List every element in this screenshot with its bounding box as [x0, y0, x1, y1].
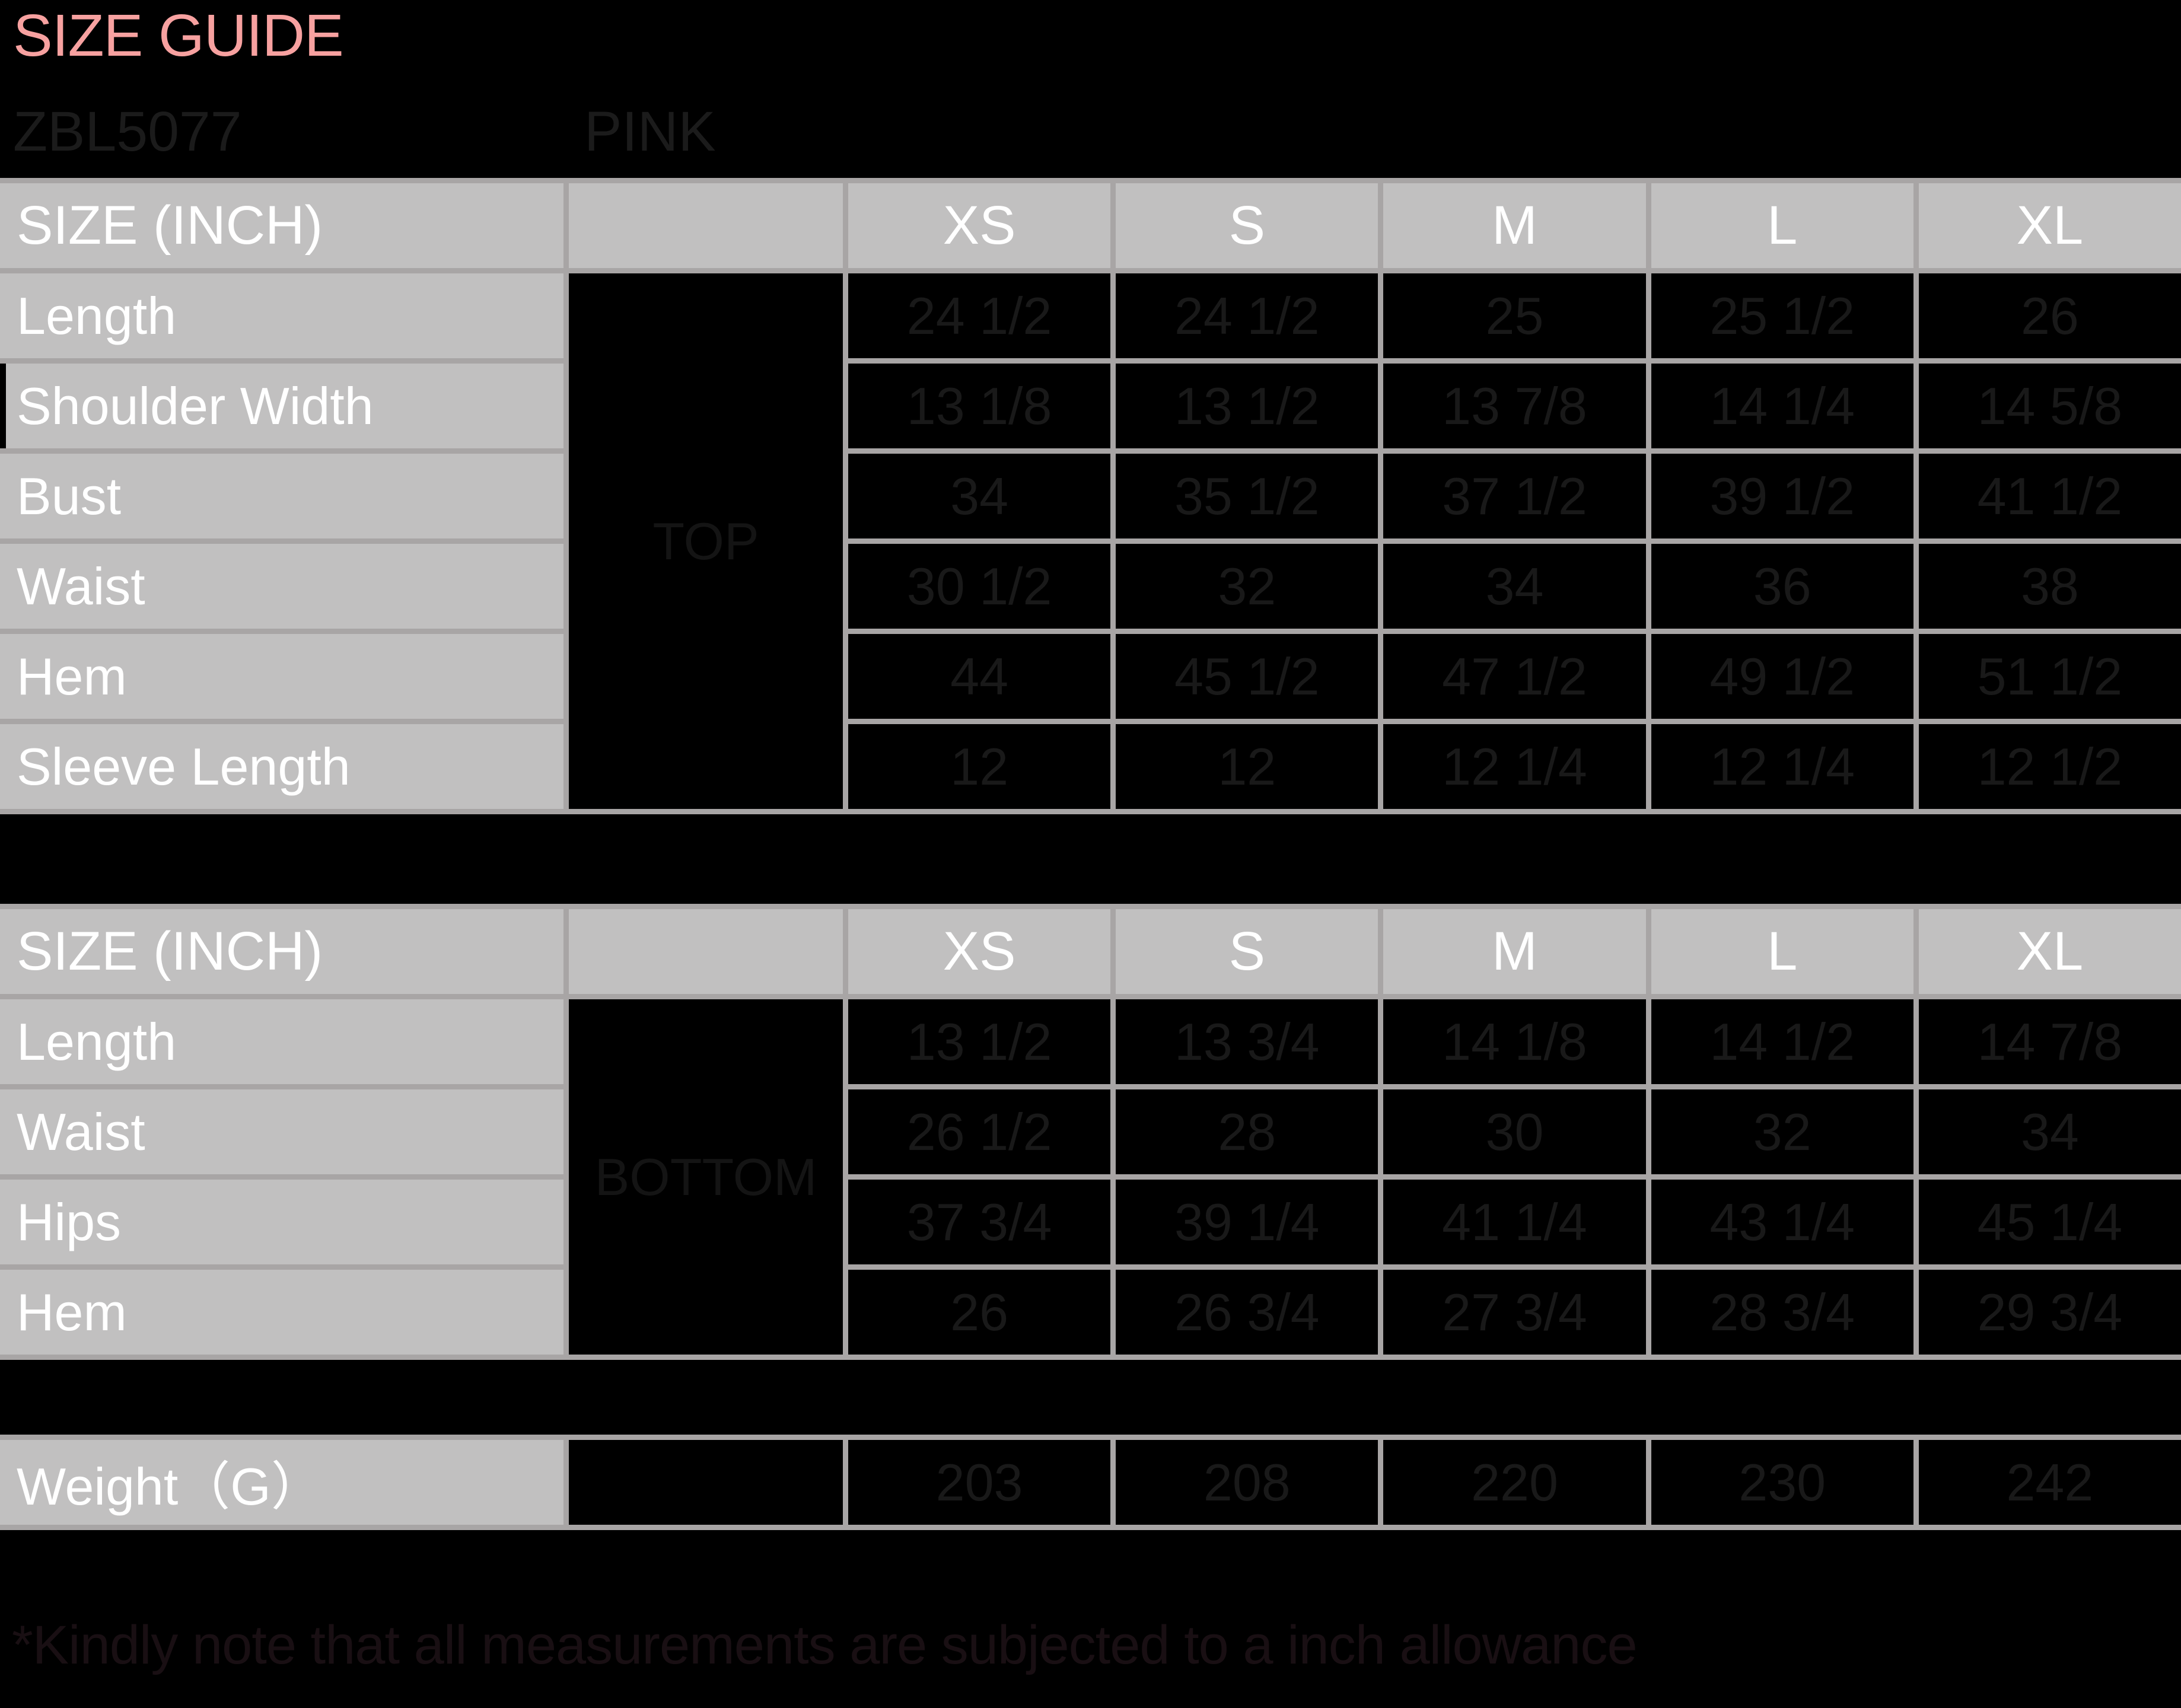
size-col-header-xs: XS: [848, 909, 1111, 994]
measurement-cell: 43 1/4: [1651, 1180, 1913, 1264]
weight-value-cell: 242: [1918, 1440, 2181, 1525]
weight-value-cell: 203: [848, 1440, 1111, 1525]
left-edge-notch: [0, 364, 6, 448]
measurement-cell: 25 1/2: [1651, 273, 1913, 358]
measurement-cell: 12 1/4: [1651, 724, 1913, 809]
row-label-waist: Waist: [0, 544, 563, 629]
measurement-allowance-note: *Kindly note that all measurements are s…: [12, 1615, 1638, 1675]
row-label-bust: Bust: [0, 454, 563, 538]
row-label-hem: Hem: [0, 1270, 563, 1355]
measurement-cell: 30: [1383, 1089, 1646, 1174]
measurement-cell: 12 1/2: [1918, 724, 2181, 809]
measurement-cell: 34: [848, 454, 1111, 538]
measurement-cell: 29 3/4: [1918, 1270, 2181, 1355]
measurement-cell: 12 1/4: [1383, 724, 1646, 809]
size-guide-title: SIZE GUIDE: [13, 2, 344, 69]
group-header-spacer: [569, 183, 843, 268]
measurement-cell: 13 1/8: [848, 364, 1111, 448]
group-header-spacer: [569, 909, 843, 994]
measurement-cell: 26 1/2: [848, 1089, 1111, 1174]
measurement-cell: 14 5/8: [1918, 364, 2181, 448]
measurement-cell: 51 1/2: [1918, 634, 2181, 719]
measurement-cell: 49 1/2: [1651, 634, 1913, 719]
measurement-cell: 41 1/2: [1918, 454, 2181, 538]
row-label-hips: Hips: [0, 1180, 563, 1264]
measurement-cell: 28 3/4: [1651, 1270, 1913, 1355]
weight-value-cell: 230: [1651, 1440, 1913, 1525]
measurement-cell: 35 1/2: [1116, 454, 1378, 538]
size-unit-header: SIZE (INCH): [0, 909, 563, 994]
measurement-cell: 25: [1383, 273, 1646, 358]
measurement-cell: 24 1/2: [1116, 273, 1378, 358]
style-code: ZBL5077: [13, 100, 242, 163]
measurement-cell: 37 1/2: [1383, 454, 1646, 538]
measurement-cell: 34: [1383, 544, 1646, 629]
garment-group-label-top: TOP: [569, 273, 843, 809]
row-label-length: Length: [0, 273, 563, 358]
weight-value-cell: 208: [1116, 1440, 1378, 1525]
measurement-cell: 24 1/2: [848, 273, 1111, 358]
size-col-header-l: L: [1651, 183, 1913, 268]
measurement-cell: 14 1/2: [1651, 999, 1913, 1084]
size-col-header-s: S: [1116, 909, 1378, 994]
row-label-waist: Waist: [0, 1089, 563, 1174]
size-col-header-m: M: [1383, 909, 1646, 994]
measurement-cell: 39 1/4: [1116, 1180, 1378, 1264]
measurement-cell: 34: [1918, 1089, 2181, 1174]
measurement-cell: 30 1/2: [848, 544, 1111, 629]
size-col-header-xl: XL: [1918, 183, 2181, 268]
measurement-cell: 26: [1918, 273, 2181, 358]
measurement-cell: 36: [1651, 544, 1913, 629]
measurement-cell: 14 1/8: [1383, 999, 1646, 1084]
measurement-cell: 14 1/4: [1651, 364, 1913, 448]
measurement-cell: 12: [848, 724, 1111, 809]
measurement-cell: 38: [1918, 544, 2181, 629]
measurement-cell: 45 1/2: [1116, 634, 1378, 719]
measurement-cell: 13 1/2: [1116, 364, 1378, 448]
measurement-cell: 47 1/2: [1383, 634, 1646, 719]
measurement-cell: 27 3/4: [1383, 1270, 1646, 1355]
size-col-header-s: S: [1116, 183, 1378, 268]
measurement-cell: 26: [848, 1270, 1111, 1355]
measurement-cell: 37 3/4: [848, 1180, 1111, 1264]
measurement-cell: 32: [1651, 1089, 1913, 1174]
measurement-cell: 44: [848, 634, 1111, 719]
measurement-cell: 13 7/8: [1383, 364, 1646, 448]
size-col-header-m: M: [1383, 183, 1646, 268]
garment-group-label-bottom: BOTTOM: [569, 999, 843, 1355]
measurement-cell: 26 3/4: [1116, 1270, 1378, 1355]
measurement-cell: 13 3/4: [1116, 999, 1378, 1084]
row-label-shoulder-width: Shoulder Width: [0, 364, 563, 448]
measurement-cell: 12: [1116, 724, 1378, 809]
size-unit-header: SIZE (INCH): [0, 183, 563, 268]
size-col-header-xl: XL: [1918, 909, 2181, 994]
measurement-cell: 28: [1116, 1089, 1378, 1174]
size-col-header-xs: XS: [848, 183, 1111, 268]
measurement-cell: 14 7/8: [1918, 999, 2181, 1084]
row-label-length: Length: [0, 999, 563, 1084]
measurement-cell: 41 1/4: [1383, 1180, 1646, 1264]
row-label-hem: Hem: [0, 634, 563, 719]
weight-group-spacer: [569, 1440, 843, 1525]
size-col-header-l: L: [1651, 909, 1913, 994]
row-label-sleeve-length: Sleeve Length: [0, 724, 563, 809]
measurement-cell: 39 1/2: [1651, 454, 1913, 538]
weight-value-cell: 220: [1383, 1440, 1646, 1525]
measurement-cell: 13 1/2: [848, 999, 1111, 1084]
weight-row-label: Weight（G）: [0, 1440, 563, 1525]
colorway-name: PINK: [584, 100, 716, 163]
measurement-cell: 45 1/4: [1918, 1180, 2181, 1264]
measurement-cell: 32: [1116, 544, 1378, 629]
